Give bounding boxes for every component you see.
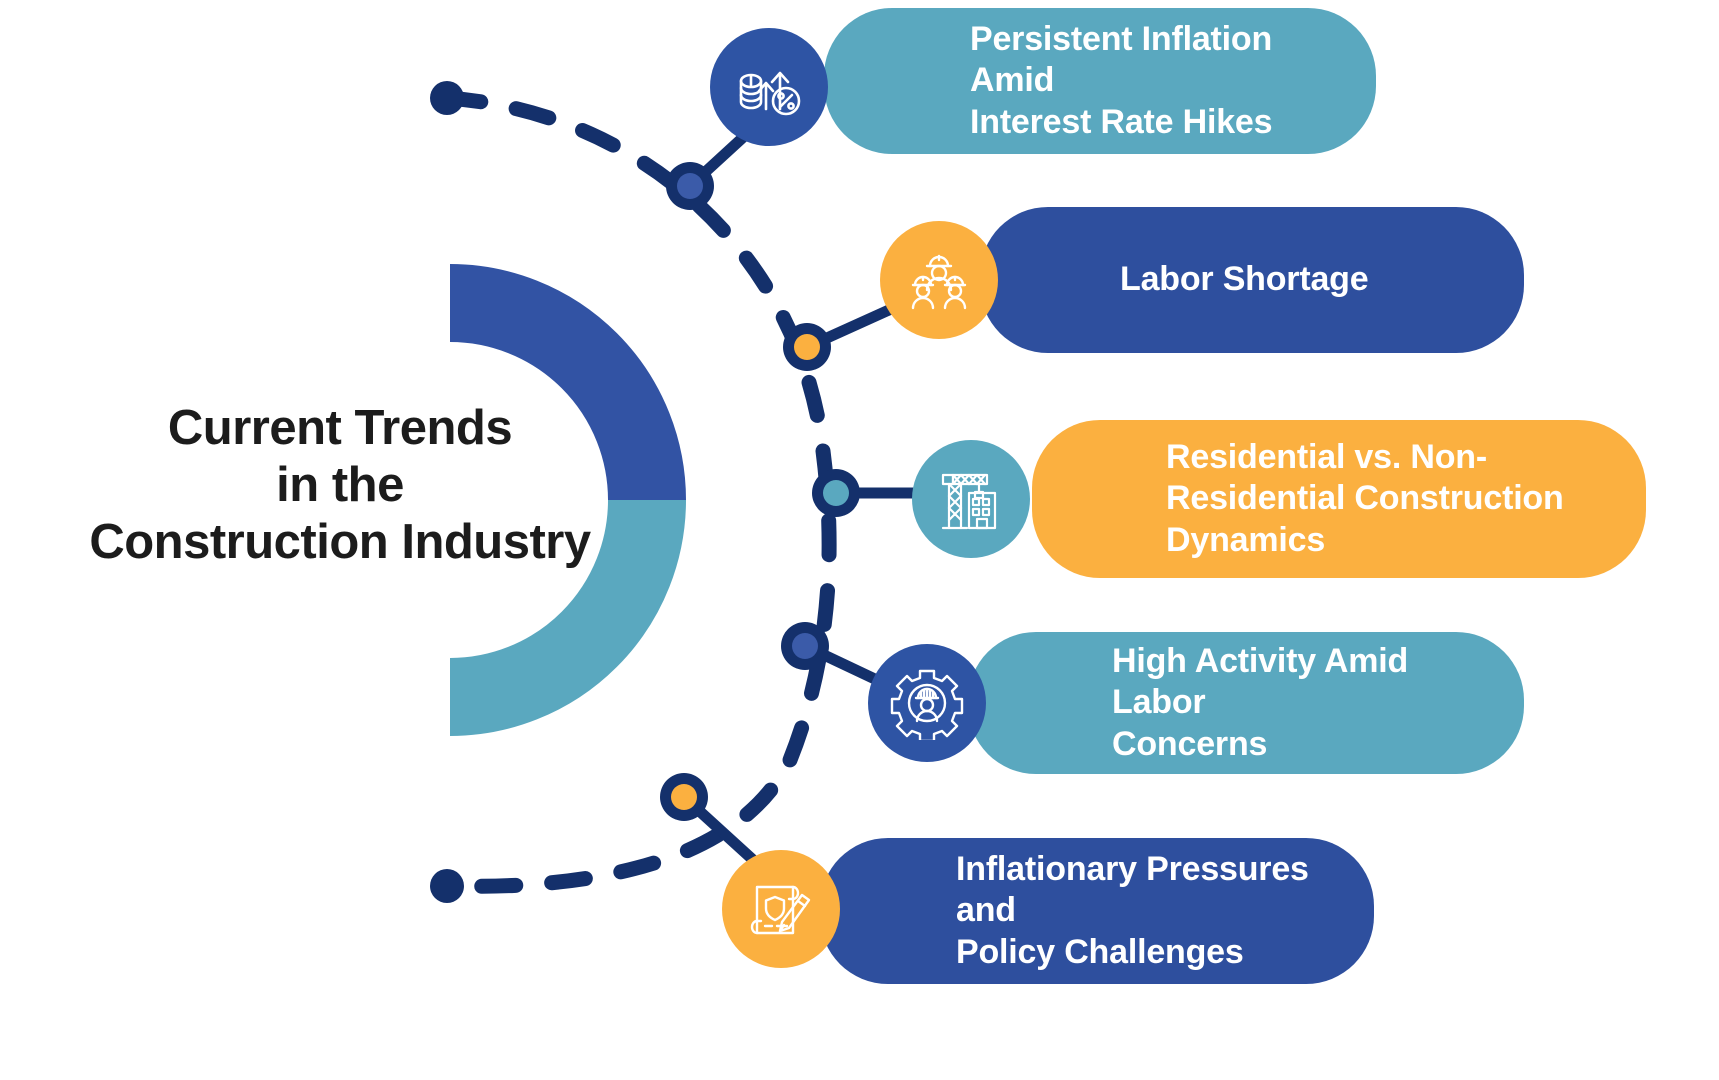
page-title-line-1: Current Trends	[167, 401, 513, 455]
trend-card-3-pill[interactable]: Residential vs. Non- Residential Constru…	[1032, 420, 1646, 578]
trend-card-2-pill[interactable]: Labor Shortage	[980, 207, 1524, 353]
spine-endpoint-dot-top	[430, 81, 464, 115]
construction-workers-icon	[880, 221, 998, 339]
trend-card-4-pill[interactable]: High Activity Amid Labor Concerns	[968, 632, 1524, 774]
spine-node-5[interactable]	[660, 773, 708, 821]
trend-card-3-label: Residential vs. Non- Residential Constru…	[1166, 437, 1564, 559]
crane-building-icon	[912, 440, 1030, 558]
spine-node-3[interactable]	[812, 469, 860, 517]
gear-worker-icon	[868, 644, 986, 762]
spine-node-4[interactable]	[781, 622, 829, 670]
coins-arrows-percent-icon	[710, 28, 828, 146]
trend-card-2-label: Labor Shortage	[1120, 260, 1369, 299]
trend-card-5-label: Inflationary Pressures and Policy Challe…	[956, 849, 1309, 971]
trend-card-4-label: High Activity Amid Labor Concerns	[1112, 641, 1409, 763]
page-title-line-2: in the	[276, 457, 404, 512]
spine-endpoint-dot-bottom	[430, 869, 464, 903]
spine-node-1[interactable]	[666, 162, 714, 210]
trend-card-1-pill[interactable]: Persistent Inflation Amid Interest Rate …	[824, 8, 1376, 154]
page-title: Current Trends in the Construction Indus…	[60, 400, 620, 570]
trend-card-5-pill[interactable]: Inflationary Pressures and Policy Challe…	[820, 838, 1374, 984]
trend-card-1-label: Persistent Inflation Amid Interest Rate …	[970, 19, 1273, 141]
policy-document-pen-icon	[722, 850, 840, 968]
page-title-line-3: Construction Industry	[89, 514, 591, 569]
spine-node-2[interactable]	[783, 323, 831, 371]
